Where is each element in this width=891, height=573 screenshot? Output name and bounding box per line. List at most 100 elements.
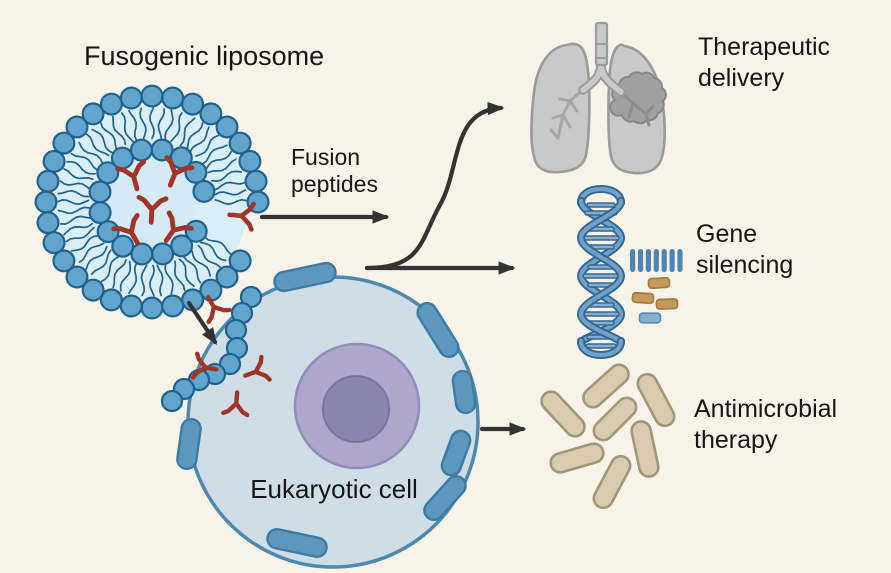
lipid-head-bead [161,294,185,318]
sirna-fragment-icon [677,249,683,272]
flow-arrows [186,101,527,436]
lipid-head-bead [96,161,120,185]
bacteria-rod-icon [540,390,586,438]
fusion-peptide-y-icon [163,210,194,243]
lipid-tail [164,109,174,141]
lipid-head-bead [96,220,120,244]
bronchial-tree [618,90,655,127]
lipid-head-bead [151,242,175,266]
membrane-patch-icon [176,417,202,471]
dna-helix-icon [576,184,683,360]
lipid-tail [66,160,96,175]
nucleolus-icon [322,375,390,443]
lipid-head-bead [52,249,76,273]
lipid-head-bead [238,149,262,173]
lipid-head-bead [184,160,208,184]
lungs-icon [530,21,667,175]
lipid-head-bead [81,102,105,126]
lipid-head-bead [199,102,223,126]
lipid-tail [164,263,174,295]
lipid-tail [57,206,90,215]
lipid-head-bead [228,249,252,273]
tumor-icon [609,71,667,125]
lipid-head-bead [88,180,112,204]
lipid-tail [179,117,196,147]
membrane-patch-icon [451,369,477,415]
lipid-tail [128,262,138,295]
lipid-tail [100,122,118,151]
fusion-peptide-y-icon [206,295,232,325]
lipid-head-bead [42,149,66,173]
bacteria-icon [540,363,676,510]
bacteria-rod-icon [592,454,632,510]
membrane-patch-icon [273,261,337,293]
lipid-head-bead [99,92,123,116]
lipid-head-bead [36,169,60,193]
lipid-head-bead [119,86,143,110]
lipid-tail [214,198,247,206]
lipid-tail [174,260,186,292]
lipid-tail [195,134,220,157]
fusion-peptide-y-icon [221,390,250,418]
lipid-tail [178,258,195,288]
fusion-peptide-y-icon [227,201,256,232]
gene-fragment-icon [647,276,671,290]
lipid-tail [128,109,138,142]
lipid-tail [156,264,164,297]
membrane-fusion-site [160,285,272,418]
lipid-head-bead [218,352,242,376]
lipid-tail [78,141,104,164]
lipid-head-bead [140,84,164,108]
lipid-tail [197,244,221,268]
lipid-tail [200,241,227,262]
lipid-head-bead [119,294,143,318]
lipid-head-bead [111,234,135,258]
lipid-tail [191,250,211,277]
lipid-head-bead [181,92,205,116]
lipid-head-bead [215,265,239,289]
lipid-tail [157,107,166,140]
lipid-head-bead [130,242,154,266]
lipid-tail [205,150,233,170]
sirna-fragment-icon [661,249,667,272]
lipid-tail [170,112,183,143]
lipid-tail [70,234,100,252]
lipid-tail [189,126,210,153]
gene-fragment-icon [638,312,662,324]
lipid-tail [57,199,90,205]
fusion-peptide-y-icon [111,213,141,246]
lipid-tail [112,115,127,146]
lipid-head-bead [129,138,153,162]
lipid-head-bead [65,265,89,289]
bacteria-rod-icon [630,420,660,478]
lipid-tail [85,245,108,270]
bronchial-tree [549,88,584,140]
sirna-fragment-icon [630,249,636,272]
lipid-head-bead [140,296,164,320]
eukaryotic-cell-icon [176,261,480,569]
fusion-peptide-y-icon [190,351,219,380]
lipid-tail [207,158,237,174]
lipid-head-bead [160,389,184,413]
sirna-fragment-icon [637,249,644,272]
arrow-to-therapeutic-delivery [364,101,505,271]
lipid-tail [91,128,113,154]
lipid-tail [90,249,112,276]
lipid-tail [63,222,94,236]
lipid-tail [214,189,247,196]
lipid-head-bead [161,86,185,110]
lipid-head-bead [192,179,216,203]
lipid-head-bead [34,190,58,214]
membrane-patch-icon [266,528,328,558]
lipid-tail [112,259,127,289]
lipid-tail [139,107,147,140]
lipid-tail [63,168,94,181]
bacteria-rod-icon [582,363,630,409]
fusion-peptide-y-icon [243,354,272,382]
liposome-icon [34,84,270,320]
sirna-fragment-icon [645,249,651,272]
lipid-tail [78,242,105,263]
left-lung-lobe [530,42,591,174]
